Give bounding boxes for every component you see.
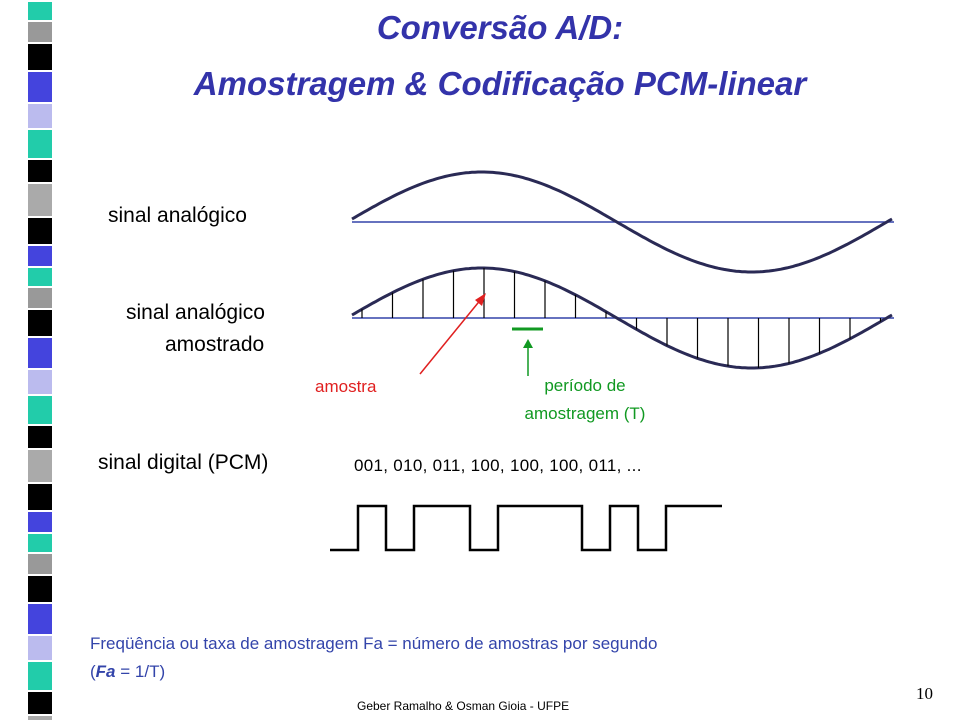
stripe-gap <box>28 216 52 218</box>
pcm-codes: 001, 010, 011, 100, 100, 100, 011, ... <box>354 456 642 475</box>
sample-label: amostra <box>315 377 377 396</box>
stripe-block <box>28 482 52 510</box>
formula-variable: Fa <box>95 662 116 681</box>
stripe-block <box>28 308 52 336</box>
formula-paren: ( <box>90 662 96 681</box>
formula-rest: = 1/T) <box>115 662 166 681</box>
stripe-block <box>28 42 52 70</box>
stripe-block <box>28 128 52 158</box>
stripe-gap <box>28 424 52 426</box>
analog-signal-wave <box>351 170 893 274</box>
sampled-signal-wave <box>351 266 893 370</box>
stripe-block <box>28 510 52 532</box>
stripe-gap <box>28 128 52 130</box>
stripe-gap <box>28 286 52 288</box>
stripe-gap <box>28 690 52 692</box>
stripe-gap <box>28 394 52 396</box>
stripe-block <box>28 216 52 244</box>
stripe-gap <box>28 336 52 338</box>
stripe-gap <box>28 308 52 310</box>
sampling-rate-definition: (Fa = 1/T) <box>90 660 165 684</box>
sampled-signal-label-line2: amostrado <box>165 333 265 356</box>
sampling-period-label-line2: amostragem (T) <box>524 404 646 423</box>
stripe-block <box>28 20 52 42</box>
sampling-period-label-line1: período de <box>544 376 626 395</box>
sampled-signal-label-line1: sinal analógico <box>126 301 265 324</box>
stripe-block <box>28 394 52 424</box>
stripe-block <box>28 266 52 286</box>
stripe-gap <box>28 482 52 484</box>
slide-title-line2: Amostragem & Codificação PCM-linear <box>193 65 807 102</box>
stripe-block <box>28 70 52 102</box>
stripe-gap <box>28 510 52 512</box>
stripe-block <box>28 714 52 720</box>
stripe-gap <box>28 660 52 662</box>
stripe-gap <box>28 158 52 160</box>
stripe-gap <box>28 552 52 554</box>
stripe-gap <box>28 266 52 268</box>
stripe-block <box>28 244 52 266</box>
stripe-gap <box>28 20 52 22</box>
stripe-gap <box>28 182 52 184</box>
sample-arrow-head <box>475 293 486 306</box>
stripe-gap <box>28 102 52 104</box>
stripe-gap <box>28 368 52 370</box>
stripe-gap <box>28 634 52 636</box>
stripe-block <box>28 552 52 574</box>
author-credit: Geber Ramalho & Osman Gioia - UFPE <box>357 699 570 713</box>
stripe-block <box>28 602 52 634</box>
stripe-gap <box>28 448 52 450</box>
stripe-block <box>28 0 52 20</box>
stripe-block <box>28 690 52 714</box>
stripe-gap <box>28 70 52 72</box>
stripe-gap <box>28 532 52 534</box>
period-arrow-head <box>523 339 533 348</box>
stripe-block <box>28 286 52 308</box>
stripe-block <box>28 424 52 448</box>
stripe-gap <box>28 714 52 716</box>
slide-title-line1: Conversão A/D: <box>376 9 624 46</box>
stripe-block <box>28 102 52 128</box>
stripe-block <box>28 336 52 368</box>
stripe-block <box>28 660 52 690</box>
stripe-gap <box>28 574 52 576</box>
stripe-block <box>28 634 52 660</box>
stripe-gap <box>28 42 52 44</box>
stripe-block <box>28 368 52 394</box>
analog-signal-label: sinal analógico <box>108 204 247 227</box>
stripe-block <box>28 158 52 182</box>
pcm-digital-waveform <box>330 504 722 552</box>
digital-signal-label: sinal digital (PCM) <box>98 451 269 474</box>
sample-arrow-line <box>419 297 483 375</box>
stripe-block <box>28 532 52 552</box>
stripe-block <box>28 182 52 216</box>
page-number: 10 <box>916 684 933 703</box>
stripe-gap <box>28 244 52 246</box>
sampling-rate-formula: Freqüência ou taxa de amostragem Fa = nú… <box>90 634 658 653</box>
stripe-gap <box>28 0 52 2</box>
decorative-side-stripe <box>28 0 52 720</box>
stripe-block <box>28 574 52 602</box>
stripe-block <box>28 448 52 482</box>
stripe-gap <box>28 602 52 604</box>
